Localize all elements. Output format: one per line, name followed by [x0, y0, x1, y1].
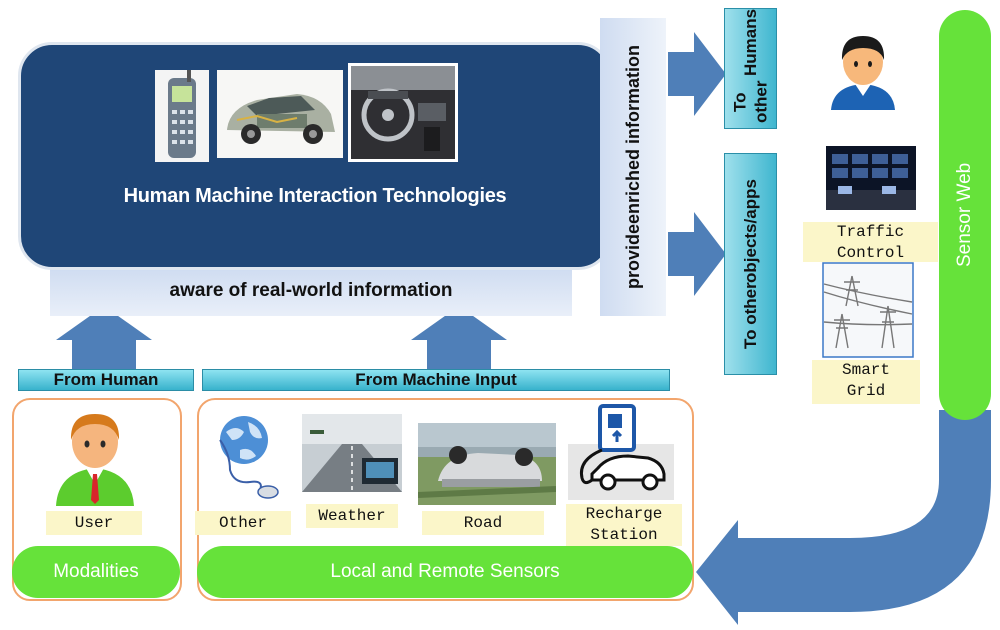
humans-line1: To other	[730, 80, 771, 124]
sensors-pill: Local and Remote Sensors	[197, 546, 693, 598]
provide-bar	[600, 18, 666, 316]
provide-line1: provide	[623, 224, 643, 290]
dashboard-icon	[348, 63, 458, 162]
car-icon	[217, 70, 343, 158]
objects-line2: objects/apps	[741, 178, 760, 283]
aware-bar	[50, 268, 572, 316]
recharge-line1: Recharge	[585, 505, 663, 523]
up-arrow-human	[56, 306, 152, 369]
to-other-objects-box: To other objects/apps	[724, 153, 777, 375]
provide-line2: enriched information	[623, 44, 643, 224]
sensor-web-label: Sensor Web	[954, 162, 975, 268]
traffic-control-label: Traffic Control	[803, 222, 938, 262]
road-label: Road	[422, 511, 544, 535]
smart-line2: Grid	[846, 382, 886, 400]
from-machine-bar: From Machine Input	[202, 369, 670, 391]
weather-label: Weather	[306, 504, 398, 528]
aware-label: aware of real-world information	[169, 280, 453, 301]
overturned-car-icon	[418, 423, 556, 505]
right-arrow-humans	[668, 32, 726, 116]
recharge-line2: Station	[590, 526, 658, 544]
sensor-web-return-arrow	[696, 410, 991, 625]
phone-icon	[155, 70, 209, 162]
person-icon	[831, 36, 895, 110]
smart-line1: Smart	[841, 361, 890, 379]
to-other-humans-box: To other Humans	[724, 8, 777, 129]
sensor-web-bar: Sensor Web	[939, 10, 991, 420]
up-arrow-machine	[411, 306, 507, 369]
user-label: User	[46, 511, 142, 535]
hmi-title: Human Machine Interaction Technologies	[123, 185, 507, 207]
recharge-station-label: Recharge Station	[566, 504, 682, 546]
objects-line1: To other	[741, 282, 760, 350]
modalities-pill: Modalities	[12, 546, 180, 598]
charging-station-icon	[568, 404, 674, 500]
user-icon	[56, 414, 134, 506]
right-arrow-objects	[668, 212, 726, 296]
globe-mouse-icon	[219, 416, 279, 499]
provide-label: provide enriched information	[600, 18, 666, 316]
humans-line2: Humans	[741, 9, 760, 77]
from-human-bar: From Human	[18, 369, 194, 391]
other-label: Other	[195, 511, 291, 535]
traffic-line2: Control	[836, 244, 905, 262]
traffic-control-room-icon	[826, 146, 916, 210]
smart-grid-label: Smart Grid	[812, 360, 920, 404]
traffic-line1: Traffic	[836, 223, 905, 241]
power-lines-icon	[822, 262, 914, 358]
weather-road-icon	[302, 414, 402, 492]
